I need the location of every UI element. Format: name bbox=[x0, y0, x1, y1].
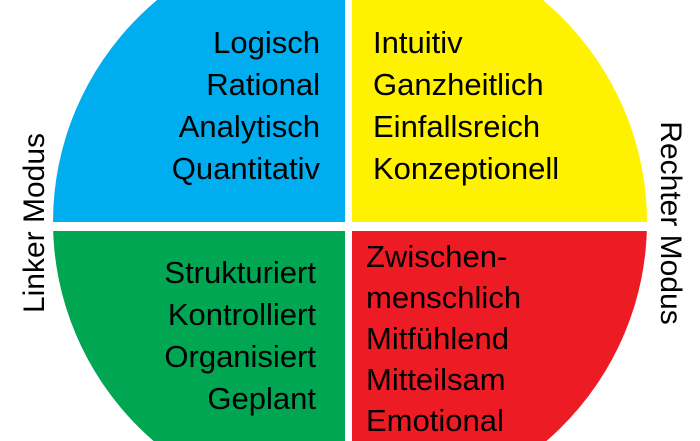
term: Intuitiv bbox=[373, 25, 463, 60]
term: Quantitativ bbox=[171, 151, 320, 186]
term: Ganzheitlich bbox=[373, 67, 544, 102]
term: Logisch bbox=[213, 25, 320, 60]
term: Emotional bbox=[366, 403, 504, 438]
term: Mitfühlend bbox=[366, 321, 510, 356]
left-mode-label: Linker Modus bbox=[18, 132, 51, 314]
term: Analytisch bbox=[178, 109, 320, 144]
term: Kontrolliert bbox=[167, 297, 316, 332]
bottom-left-terms: Strukturiert Kontrolliert Organisiert Ge… bbox=[164, 252, 316, 420]
bottom-right-terms: Zwischen- menschlich Mitfühlend Mitteils… bbox=[366, 236, 521, 441]
term: menschlich bbox=[366, 280, 522, 315]
term: Rational bbox=[206, 67, 320, 102]
term: Einfallsreich bbox=[373, 109, 541, 144]
top-right-terms: Intuitiv Ganzheitlich Einfallsreich Konz… bbox=[373, 22, 559, 190]
term: Organisiert bbox=[164, 339, 316, 374]
term: Strukturiert bbox=[164, 255, 316, 290]
term: Geplant bbox=[207, 381, 316, 416]
term: Konzeptionell bbox=[373, 151, 560, 186]
right-mode-label: Rechter Modus bbox=[654, 121, 687, 325]
top-left-terms: Logisch Rational Analytisch Quantitativ bbox=[172, 22, 320, 190]
term: Mitteilsam bbox=[366, 362, 506, 397]
term: Zwischen- bbox=[366, 239, 508, 274]
